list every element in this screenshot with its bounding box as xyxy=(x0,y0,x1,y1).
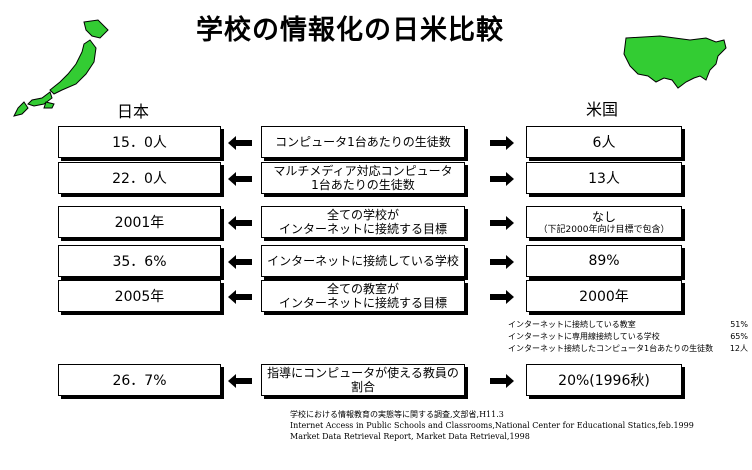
source-citation: Market Data Retrieval Report, Market Dat… xyxy=(290,432,530,441)
japan-value: 2005年 xyxy=(114,289,165,305)
arrow-left-icon xyxy=(228,255,252,269)
comparison-label-line1: 指導にコンピュータが使える教員の xyxy=(267,366,459,380)
usa-stat-row: インターネットに専用線接続している学校 65% xyxy=(508,331,748,343)
comparison-label: インターネットに接続している学校 xyxy=(267,254,459,268)
usa-stat-value: 51% xyxy=(730,320,748,329)
comparison-label-line2: インターネットに接続する目標 xyxy=(278,222,447,236)
arrow-right-icon xyxy=(490,374,514,388)
comparison-label-line1: マルチメディア対応コンピュータ xyxy=(273,164,453,178)
usa-value-box: 13人 xyxy=(526,162,682,194)
comparison-label-line2: 割合 xyxy=(350,380,375,394)
usa-value: なし xyxy=(591,210,616,224)
arrow-right-icon xyxy=(490,172,514,186)
usa-value: 89% xyxy=(588,253,620,269)
source-citation: 学校における情報教育の実態等に関する調査,文部省,H11.3 xyxy=(290,410,504,419)
arrow-right-icon xyxy=(490,290,514,304)
comparison-label-box: 指導にコンピュータが使える教員の 割合 xyxy=(261,364,465,396)
comparison-label: コンピュータ1台あたりの生徒数 xyxy=(275,135,451,149)
comparison-label-line2: 1台あたりの生徒数 xyxy=(311,178,415,192)
japan-value: 26．7% xyxy=(112,373,167,389)
arrow-left-icon xyxy=(228,172,252,186)
comparison-label-box: マルチメディア対応コンピュータ 1台あたりの生徒数 xyxy=(261,162,465,194)
usa-stat-value: 12人 xyxy=(729,344,748,353)
sources-list: 学校における情報教育の実態等に関する調査,文部省,H11.3 Internet … xyxy=(290,409,750,442)
comparison-label-line2: インターネットに接続する目標 xyxy=(278,296,447,310)
column-header-japan: 日本 xyxy=(117,102,150,121)
comparison-label-box: 全ての教室が インターネットに接続する目標 xyxy=(261,280,465,312)
usa-stat-row: インターネットに接続している教室 51% xyxy=(508,319,748,331)
source-citation: Internet Access in Public Schools and Cl… xyxy=(290,421,694,430)
usa-map-icon xyxy=(623,35,727,89)
usa-stat-label: インターネットに専用線接続している学校 xyxy=(508,332,660,341)
arrow-right-icon xyxy=(490,216,514,230)
japan-map-icon xyxy=(13,19,109,117)
usa-stat-label: インターネットに接続している教室 xyxy=(508,320,636,329)
usa-stat-row: インターネット接続したコンピュータ1台あたりの生徒数 12人 xyxy=(508,343,748,355)
arrow-right-icon xyxy=(490,136,514,150)
japan-value: 2001年 xyxy=(114,215,165,231)
comparison-label-line1: 全ての学校が xyxy=(326,208,399,222)
comparison-label-box: 全ての学校が インターネットに接続する目標 xyxy=(261,206,465,238)
arrow-left-icon xyxy=(228,136,252,150)
usa-value-note: （下記2000年向け目標で包含） xyxy=(538,225,670,235)
usa-stat-label: インターネット接続したコンピュータ1台あたりの生徒数 xyxy=(508,344,714,353)
column-header-usa: 米国 xyxy=(586,100,619,119)
usa-value-box: 6人 xyxy=(526,126,682,158)
japan-value: 15．0人 xyxy=(112,135,167,151)
japan-value-box: 2005年 xyxy=(58,280,221,312)
usa-value-box: 2000年 xyxy=(526,280,682,312)
japan-value-box: 22．0人 xyxy=(58,162,221,194)
page-title: 学校の情報化の日米比較 xyxy=(196,15,504,46)
usa-value: 13人 xyxy=(588,171,620,187)
arrow-right-icon xyxy=(490,255,514,269)
japan-value-box: 2001年 xyxy=(58,206,221,238)
arrow-left-icon xyxy=(228,290,252,304)
usa-value-box: 89% xyxy=(526,245,682,277)
japan-value-box: 15．0人 xyxy=(58,126,221,158)
usa-value: 2000年 xyxy=(579,289,629,305)
japan-value-box: 35．6% xyxy=(58,245,221,277)
usa-value: 20%(1996秋) xyxy=(558,373,650,389)
arrow-left-icon xyxy=(228,374,252,388)
japan-value: 22．0人 xyxy=(112,171,167,187)
usa-value-box: 20%(1996秋) xyxy=(526,364,682,396)
comparison-label-box: コンピュータ1台あたりの生徒数 xyxy=(261,126,465,158)
usa-value: 6人 xyxy=(592,135,616,151)
usa-stat-value: 65% xyxy=(730,332,748,341)
comparison-label-line1: 全ての教室が xyxy=(326,282,399,296)
japan-value: 35．6% xyxy=(112,254,167,270)
usa-value-box: なし （下記2000年向け目標で包含） xyxy=(526,206,682,238)
arrow-left-icon xyxy=(228,216,252,230)
usa-stats-list: インターネットに接続している教室 51% インターネットに専用線接続している学校 6… xyxy=(508,319,748,355)
comparison-label-box: インターネットに接続している学校 xyxy=(261,245,465,277)
japan-value-box: 26．7% xyxy=(58,364,221,396)
